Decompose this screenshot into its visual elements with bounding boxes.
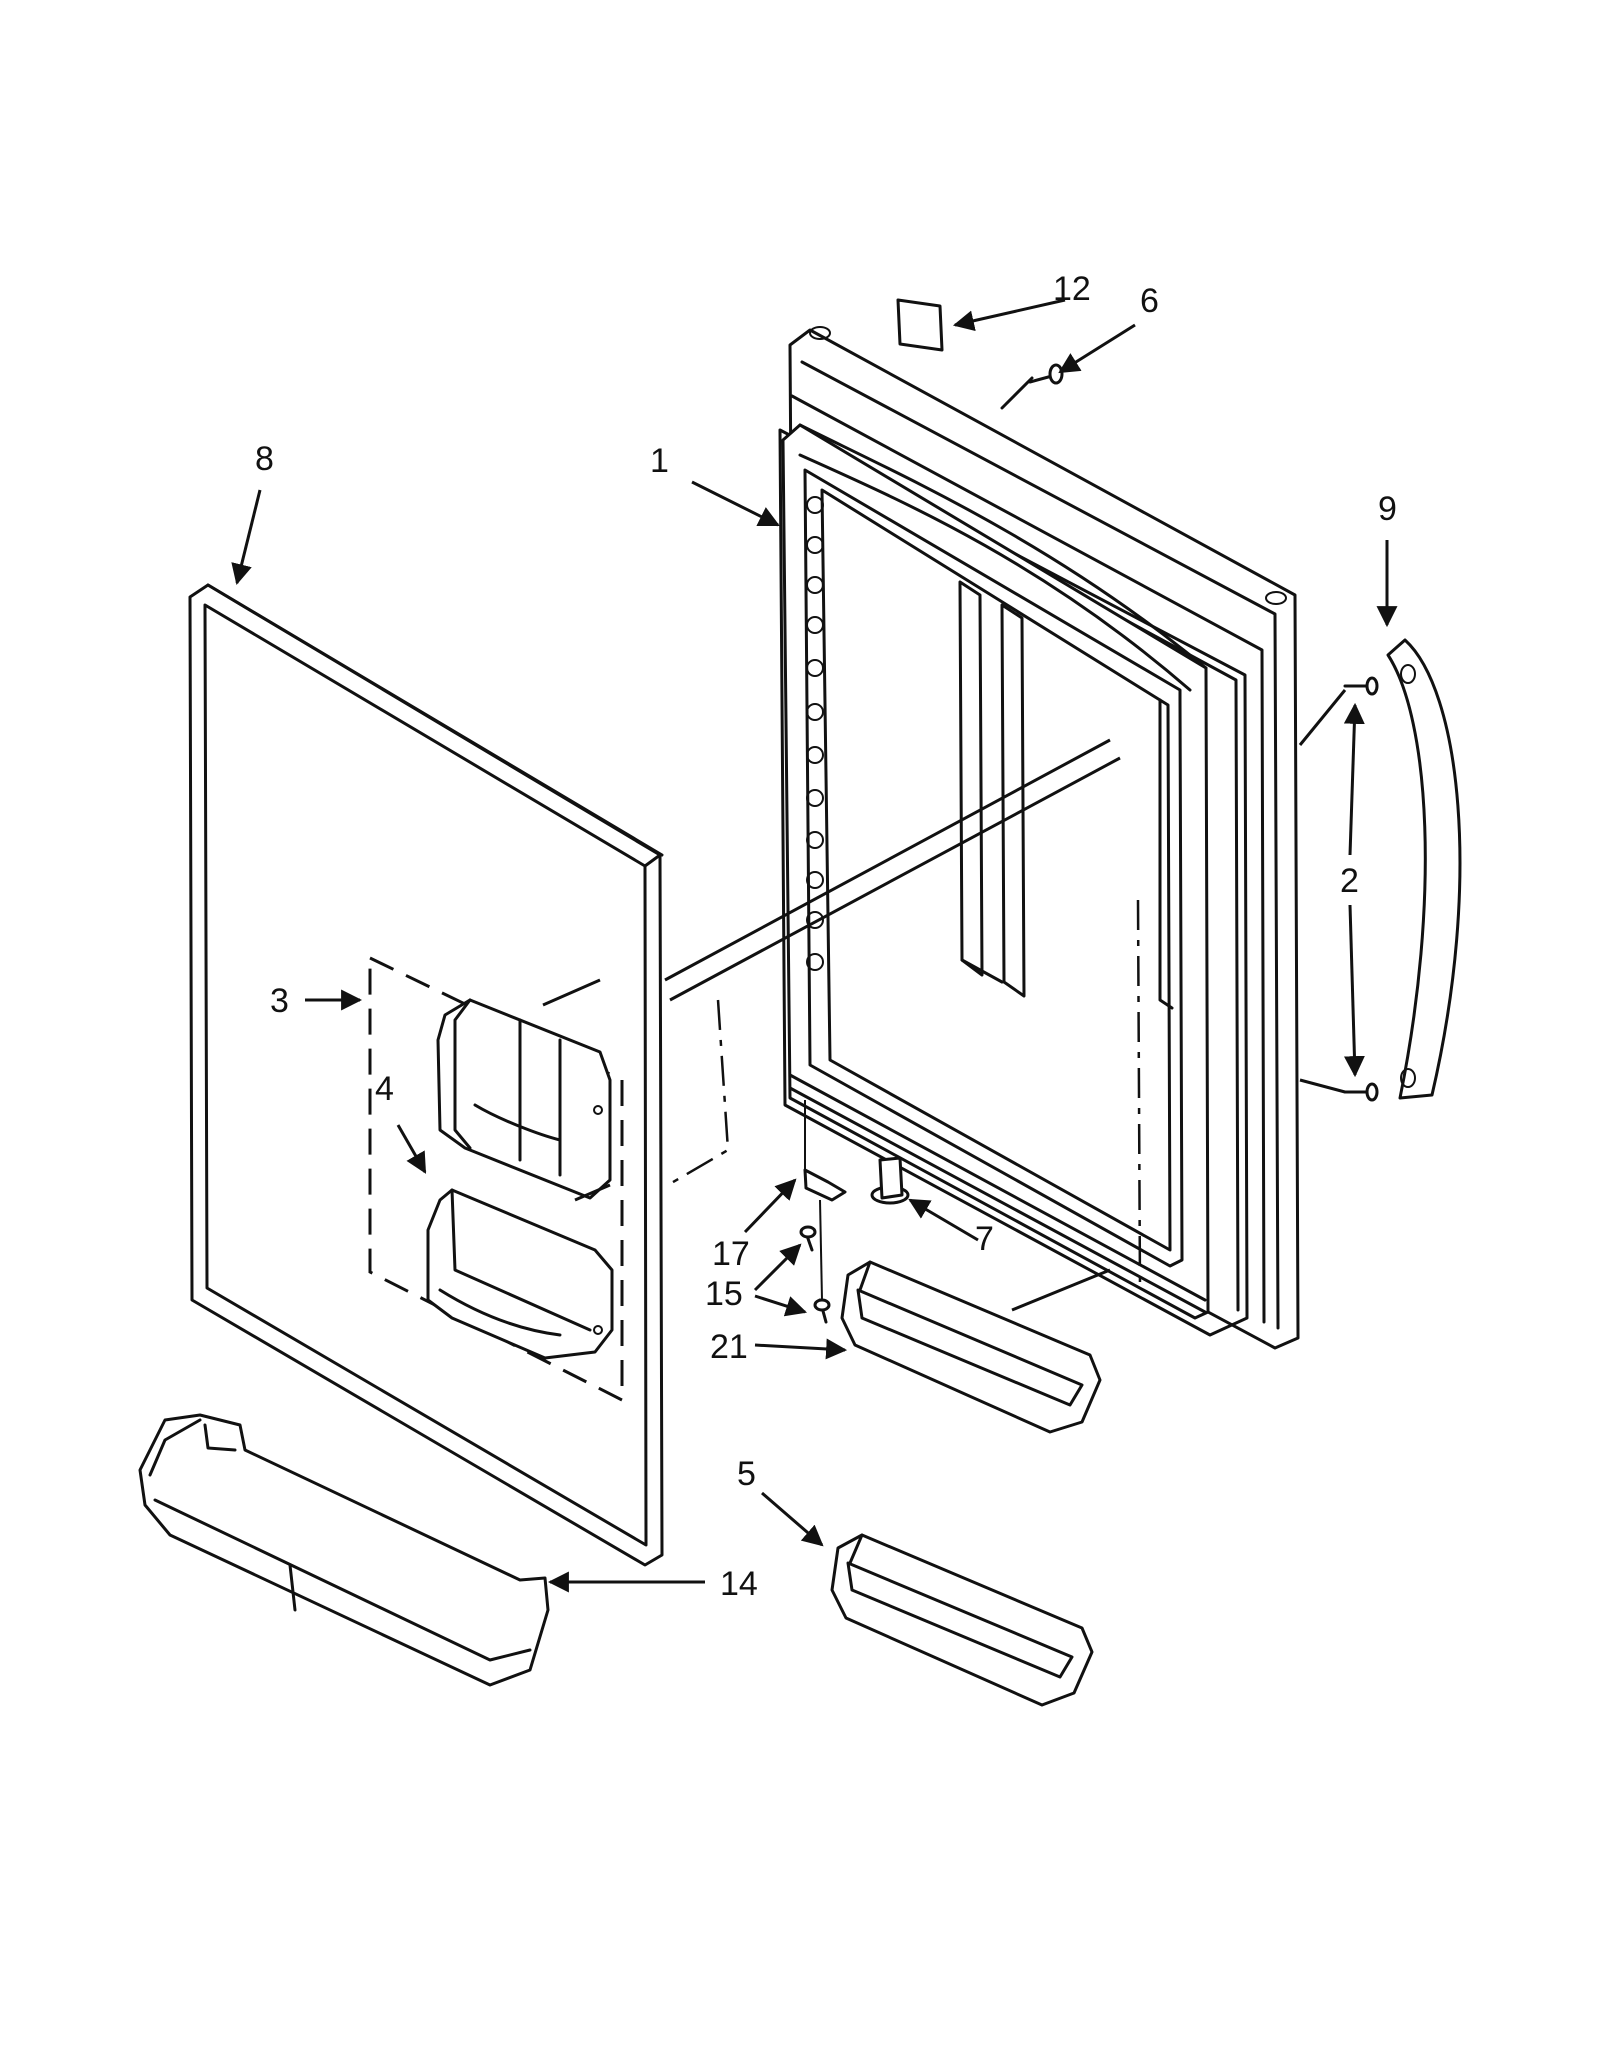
callout-17: 17 <box>712 1235 750 1273</box>
callout-labels: 12 6 1 8 9 2 3 4 7 17 15 21 5 14 <box>255 270 1397 1603</box>
callout-5: 5 <box>737 1455 756 1493</box>
callout-2: 2 <box>1340 862 1359 900</box>
callout-1: 1 <box>650 442 669 480</box>
assembly-lines <box>542 376 1347 1312</box>
dispenser-cover <box>436 998 612 1200</box>
callout-9: 9 <box>1378 490 1397 528</box>
callout-6: 6 <box>1140 282 1159 320</box>
callout-14: 14 <box>720 1565 758 1603</box>
screw-bosses <box>806 496 824 971</box>
callout-8: 8 <box>255 440 274 478</box>
large-door-bin <box>138 1413 550 1687</box>
door-frame <box>778 326 1300 1350</box>
callout-12: 12 <box>1053 270 1091 308</box>
handle-screws <box>1343 676 1379 1102</box>
top-screw-part <box>1028 363 1064 385</box>
callout-arrows <box>231 298 1398 1593</box>
callout-4: 4 <box>375 1070 394 1108</box>
callout-15: 15 <box>705 1275 743 1313</box>
door-stop <box>870 1156 910 1205</box>
callout-7: 7 <box>975 1220 994 1258</box>
label-part <box>896 298 944 352</box>
callout-21: 21 <box>710 1328 748 1366</box>
small-bin-lower <box>830 1533 1094 1707</box>
door-handle <box>1386 638 1462 1100</box>
callout-3: 3 <box>270 982 289 1020</box>
bracket-and-screws <box>799 1168 847 1324</box>
dispenser-cup <box>426 1188 614 1360</box>
small-bin-upper <box>840 1260 1102 1434</box>
